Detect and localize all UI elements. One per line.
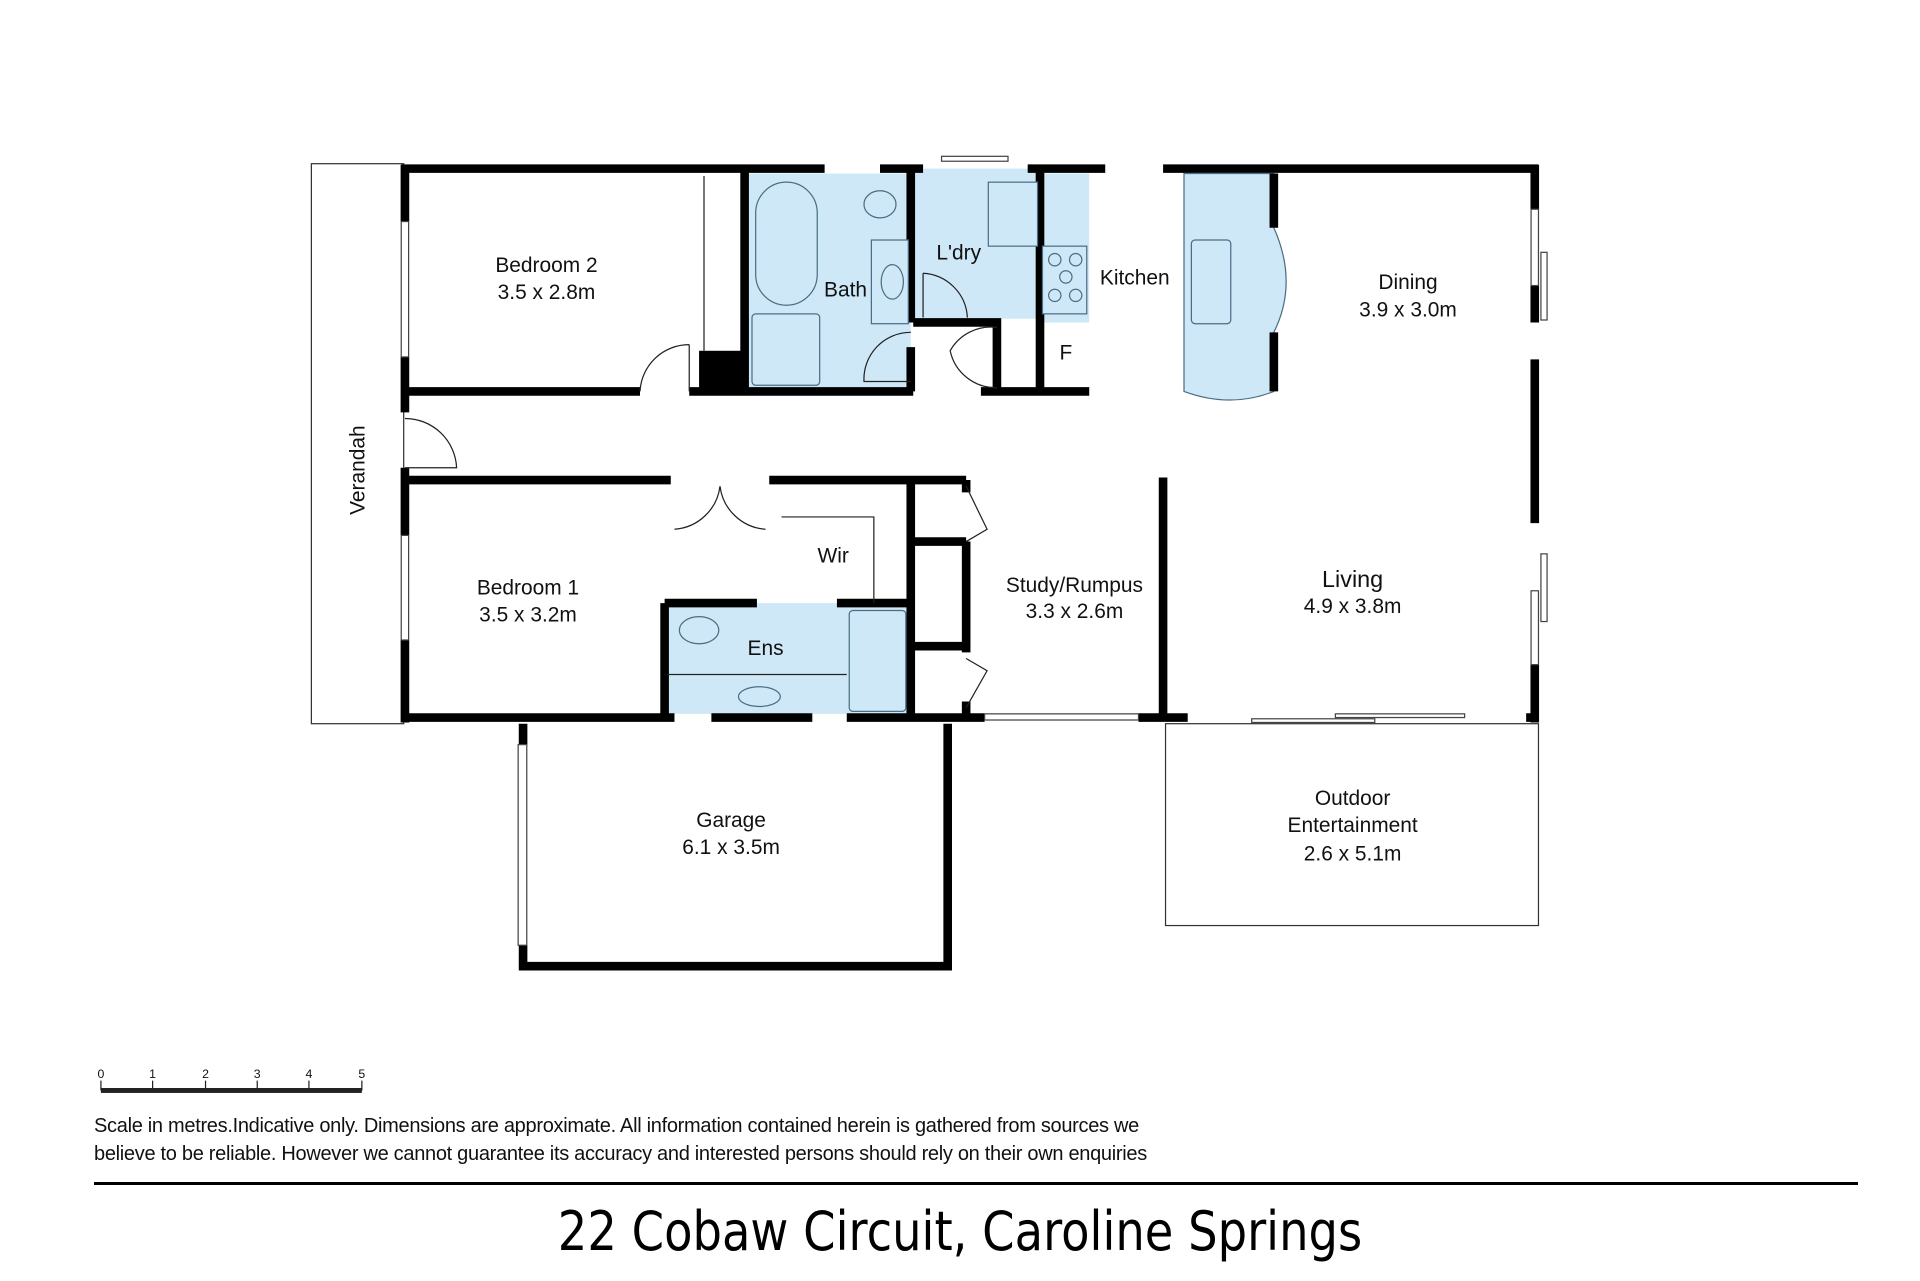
study-dims: 3.3 x 2.6m	[1026, 600, 1124, 623]
laundry-label: L'dry	[936, 242, 981, 265]
bedroom1-dims: 3.5 x 3.2m	[479, 604, 577, 627]
study-name: Study/Rumpus	[1006, 574, 1143, 597]
ensuite-label: Ens	[748, 637, 784, 660]
kitchen-label: Kitchen	[1100, 266, 1170, 289]
garage-dims: 6.1 x 3.5m	[682, 836, 780, 859]
scale-bar: 0 1 2 3 4 5	[98, 1067, 365, 1093]
living-dims: 4.9 x 3.8m	[1304, 595, 1402, 618]
scale-tick: 0	[98, 1067, 105, 1081]
outdoor-name-2: Entertainment	[1288, 814, 1418, 837]
doors-fixtures	[404, 176, 1232, 713]
svg-text:Bedroom 13.5 x 3.2m: Bedroom 1 3.5 x 3.2m	[477, 576, 579, 626]
scale-tick: 3	[254, 1067, 261, 1081]
disclaimer-line-2: believe to be reliable. However we canno…	[94, 1143, 1147, 1165]
bedroom1-name: Bedroom 1	[477, 576, 579, 599]
outdoor-name-1: Outdoor	[1315, 787, 1391, 810]
kitchen-island	[1183, 172, 1287, 401]
garage-walls	[518, 723, 952, 971]
dining-name: Dining	[1378, 271, 1437, 294]
bath-label: Bath	[824, 279, 867, 302]
scale-tick: 4	[306, 1067, 313, 1081]
scale-tick: 2	[202, 1067, 209, 1081]
garage-name: Garage	[696, 809, 766, 832]
walls	[400, 155, 1548, 724]
wir-label: Wir	[818, 544, 849, 567]
fridge-label: F	[1059, 341, 1072, 364]
scale-tick: 5	[358, 1067, 365, 1081]
bedroom2-name: Bedroom 2	[495, 254, 597, 277]
property-address-title: 22 Cobaw Circuit, Caroline Springs	[557, 1200, 1363, 1263]
verandah-label: Verandah	[346, 425, 369, 515]
dining-dims: 3.9 x 3.0m	[1359, 298, 1457, 321]
divider	[94, 1182, 1858, 1185]
scale-tick: 1	[149, 1067, 156, 1081]
outdoor-area	[1164, 723, 1540, 927]
outdoor-dims: 2.6 x 5.1m	[1304, 842, 1402, 865]
living-name: Living	[1322, 566, 1383, 592]
verandah-area	[310, 163, 405, 725]
disclaimer: Scale in metres.Indicative only. Dimensi…	[94, 1112, 1147, 1168]
svg-text:Bedroom 23.5 x 2.8m: Bedroom 2 3.5 x 2.8m	[495, 254, 597, 304]
bedroom2-dims: 3.5 x 2.8m	[498, 281, 596, 304]
disclaimer-line-1: Scale in metres.Indicative only. Dimensi…	[94, 1115, 1139, 1137]
